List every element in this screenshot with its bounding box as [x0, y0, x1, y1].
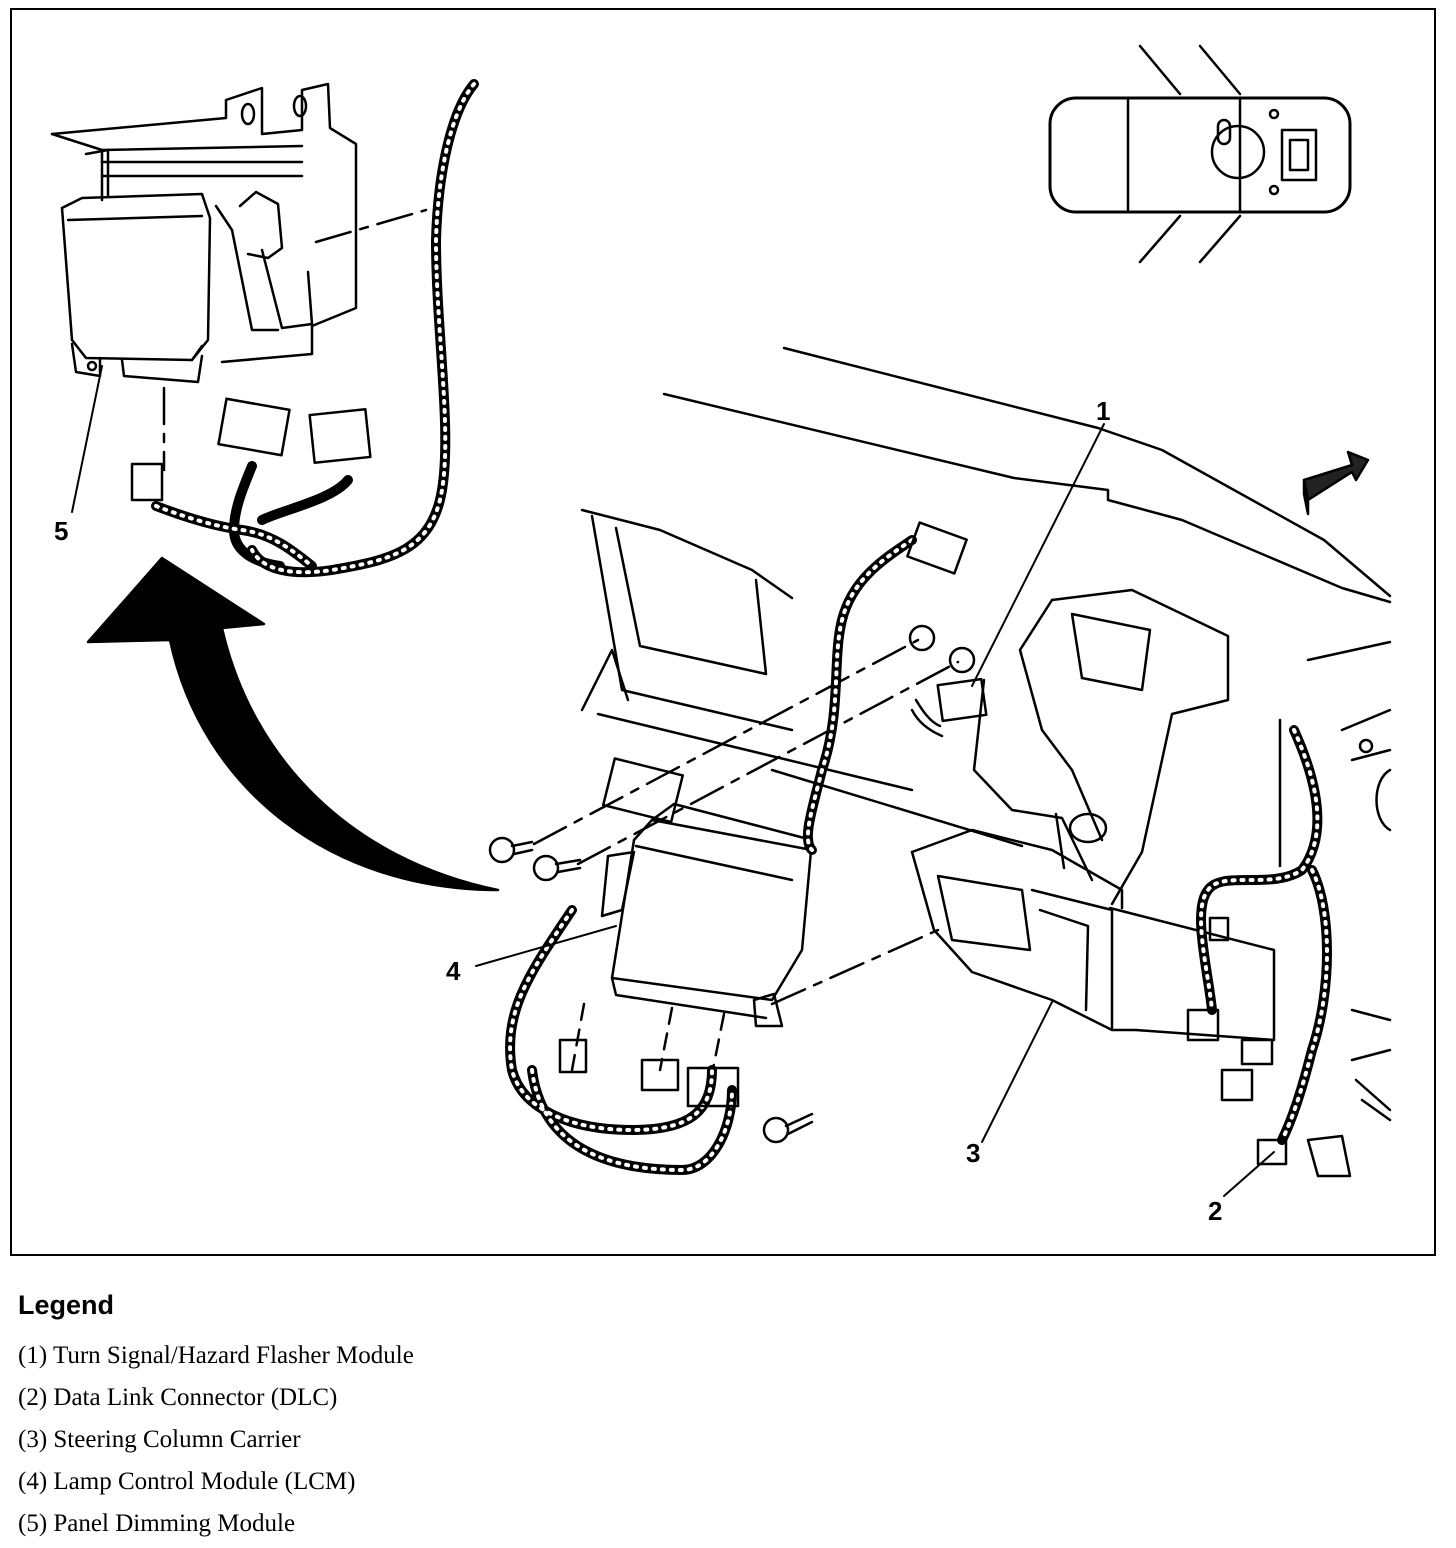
connector-guide-lines — [570, 1002, 726, 1076]
callout-2: 2 — [1208, 1196, 1222, 1226]
wiring-diagram-illustration: 1 2 3 4 5 — [50, 44, 1392, 1226]
legend-item-panel-dimming-module: (5) Panel Dimming Module — [18, 1510, 296, 1537]
forward-arrow-icon — [1302, 450, 1370, 516]
callout-5: 5 — [54, 516, 68, 546]
curved-arrow-icon — [86, 556, 500, 892]
callout-4: 4 — [446, 956, 461, 986]
lamp-control-module — [600, 757, 814, 1020]
wire-harness-texture — [154, 82, 1329, 1172]
vehicle-locator-inset — [1048, 44, 1352, 264]
legend-item-lamp-control-module: (4) Lamp Control Module (LCM) — [18, 1468, 356, 1495]
legend-item-data-link-connector: (2) Data Link Connector (DLC) — [18, 1384, 338, 1411]
legend-title: Legend — [18, 1290, 115, 1320]
right-dash-structure — [1278, 708, 1392, 1122]
legend: Legend (1) Turn Signal/Hazard Flasher Mo… — [18, 1290, 918, 1545]
legend-item-steering-column-carrier: (3) Steering Column Carrier — [18, 1426, 301, 1453]
instrument-panel-outline — [580, 346, 1392, 848]
harness-connectors — [558, 521, 1352, 1178]
diagram-frame: 1 2 3 4 5 — [10, 8, 1436, 1256]
alignment-lines — [162, 208, 960, 1006]
bolts — [488, 624, 976, 1144]
leader-lines — [71, 365, 1275, 1197]
legend-item-turn-signal-flasher: (1) Turn Signal/Hazard Flasher Module — [18, 1342, 414, 1369]
wire-harness — [151, 79, 1332, 1175]
callout-3: 3 — [966, 1138, 980, 1168]
panel-dimming-module-inset — [50, 82, 372, 502]
steering-column-carrier — [910, 588, 1276, 1042]
flasher-module — [910, 677, 988, 738]
callout-1: 1 — [1096, 396, 1110, 426]
